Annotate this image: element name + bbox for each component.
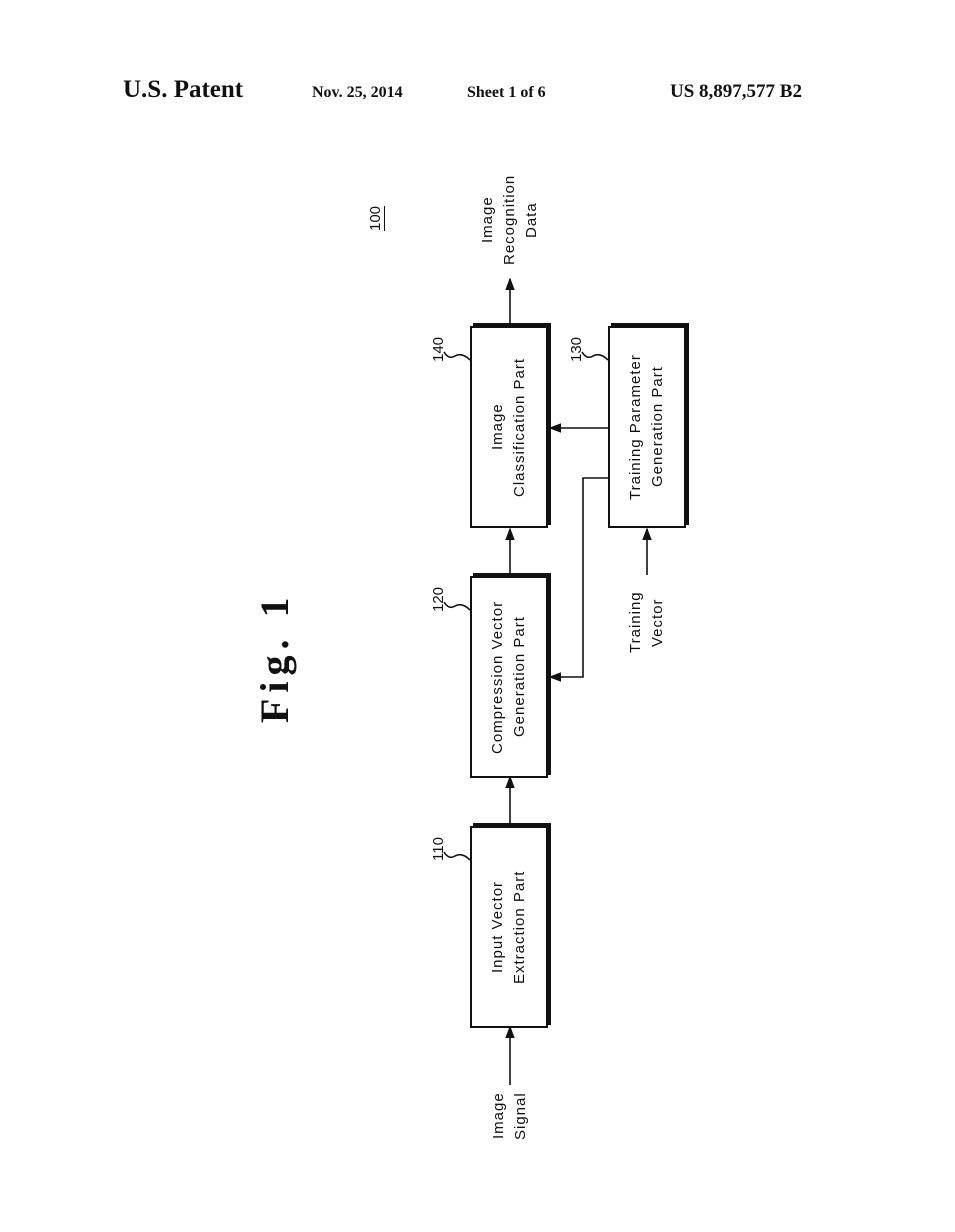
header-date: Nov. 25, 2014 xyxy=(312,84,403,101)
block-input-vector: Input Vector Extraction Part xyxy=(470,826,548,1028)
leader-130 xyxy=(581,351,609,361)
block-line2: Generation Part xyxy=(649,366,666,488)
block-label: Image Classification Part xyxy=(472,328,546,526)
leader-140 xyxy=(443,351,471,361)
header-left: U.S. Patent xyxy=(123,76,244,103)
leader-110 xyxy=(443,851,471,861)
block-label: Training Parameter Generation Part xyxy=(610,328,684,526)
block-label: Input Vector Extraction Part xyxy=(472,828,546,1026)
block-line1: Input Vector xyxy=(489,880,506,974)
block-line1: Compression Vector xyxy=(489,600,506,754)
label-line1: Training xyxy=(627,591,644,654)
block-line2: Generation Part xyxy=(511,616,528,738)
header-patent-number: US 8,897,577 B2 xyxy=(670,81,802,102)
label-line2: Recognition xyxy=(501,174,518,266)
header-sheet: Sheet 1 of 6 xyxy=(467,84,546,101)
ref-140: 140 xyxy=(430,336,447,362)
block-line1: Training Parameter xyxy=(627,354,644,500)
label-line1: Image xyxy=(479,196,496,244)
arrow-130-120 xyxy=(548,477,608,682)
output-label: Image Recognition Data xyxy=(473,165,547,275)
block-compression-vector: Compression Vector Generation Part xyxy=(470,576,548,778)
ref-120: 120 xyxy=(430,586,447,612)
label-line2: Signal xyxy=(512,1092,529,1140)
ref-110: 110 xyxy=(430,837,447,861)
label-line3: Data xyxy=(523,202,540,238)
label-line2: Vector xyxy=(649,598,666,647)
ref-130: 130 xyxy=(568,336,585,362)
block-line2: Extraction Part xyxy=(511,870,528,984)
leader-120 xyxy=(443,601,471,611)
block-line2: Classification Part xyxy=(511,357,528,497)
block-label: Compression Vector Generation Part xyxy=(472,578,546,776)
input-training-vector-label: Training Vector xyxy=(622,580,672,665)
input-image-signal-label: Image Signal xyxy=(485,1085,535,1147)
block-line1: Image xyxy=(489,403,506,451)
label-line1: Image xyxy=(490,1092,507,1140)
block-training-parameter: Training Parameter Generation Part xyxy=(608,326,686,528)
block-image-classification: Image Classification Part xyxy=(470,326,548,528)
